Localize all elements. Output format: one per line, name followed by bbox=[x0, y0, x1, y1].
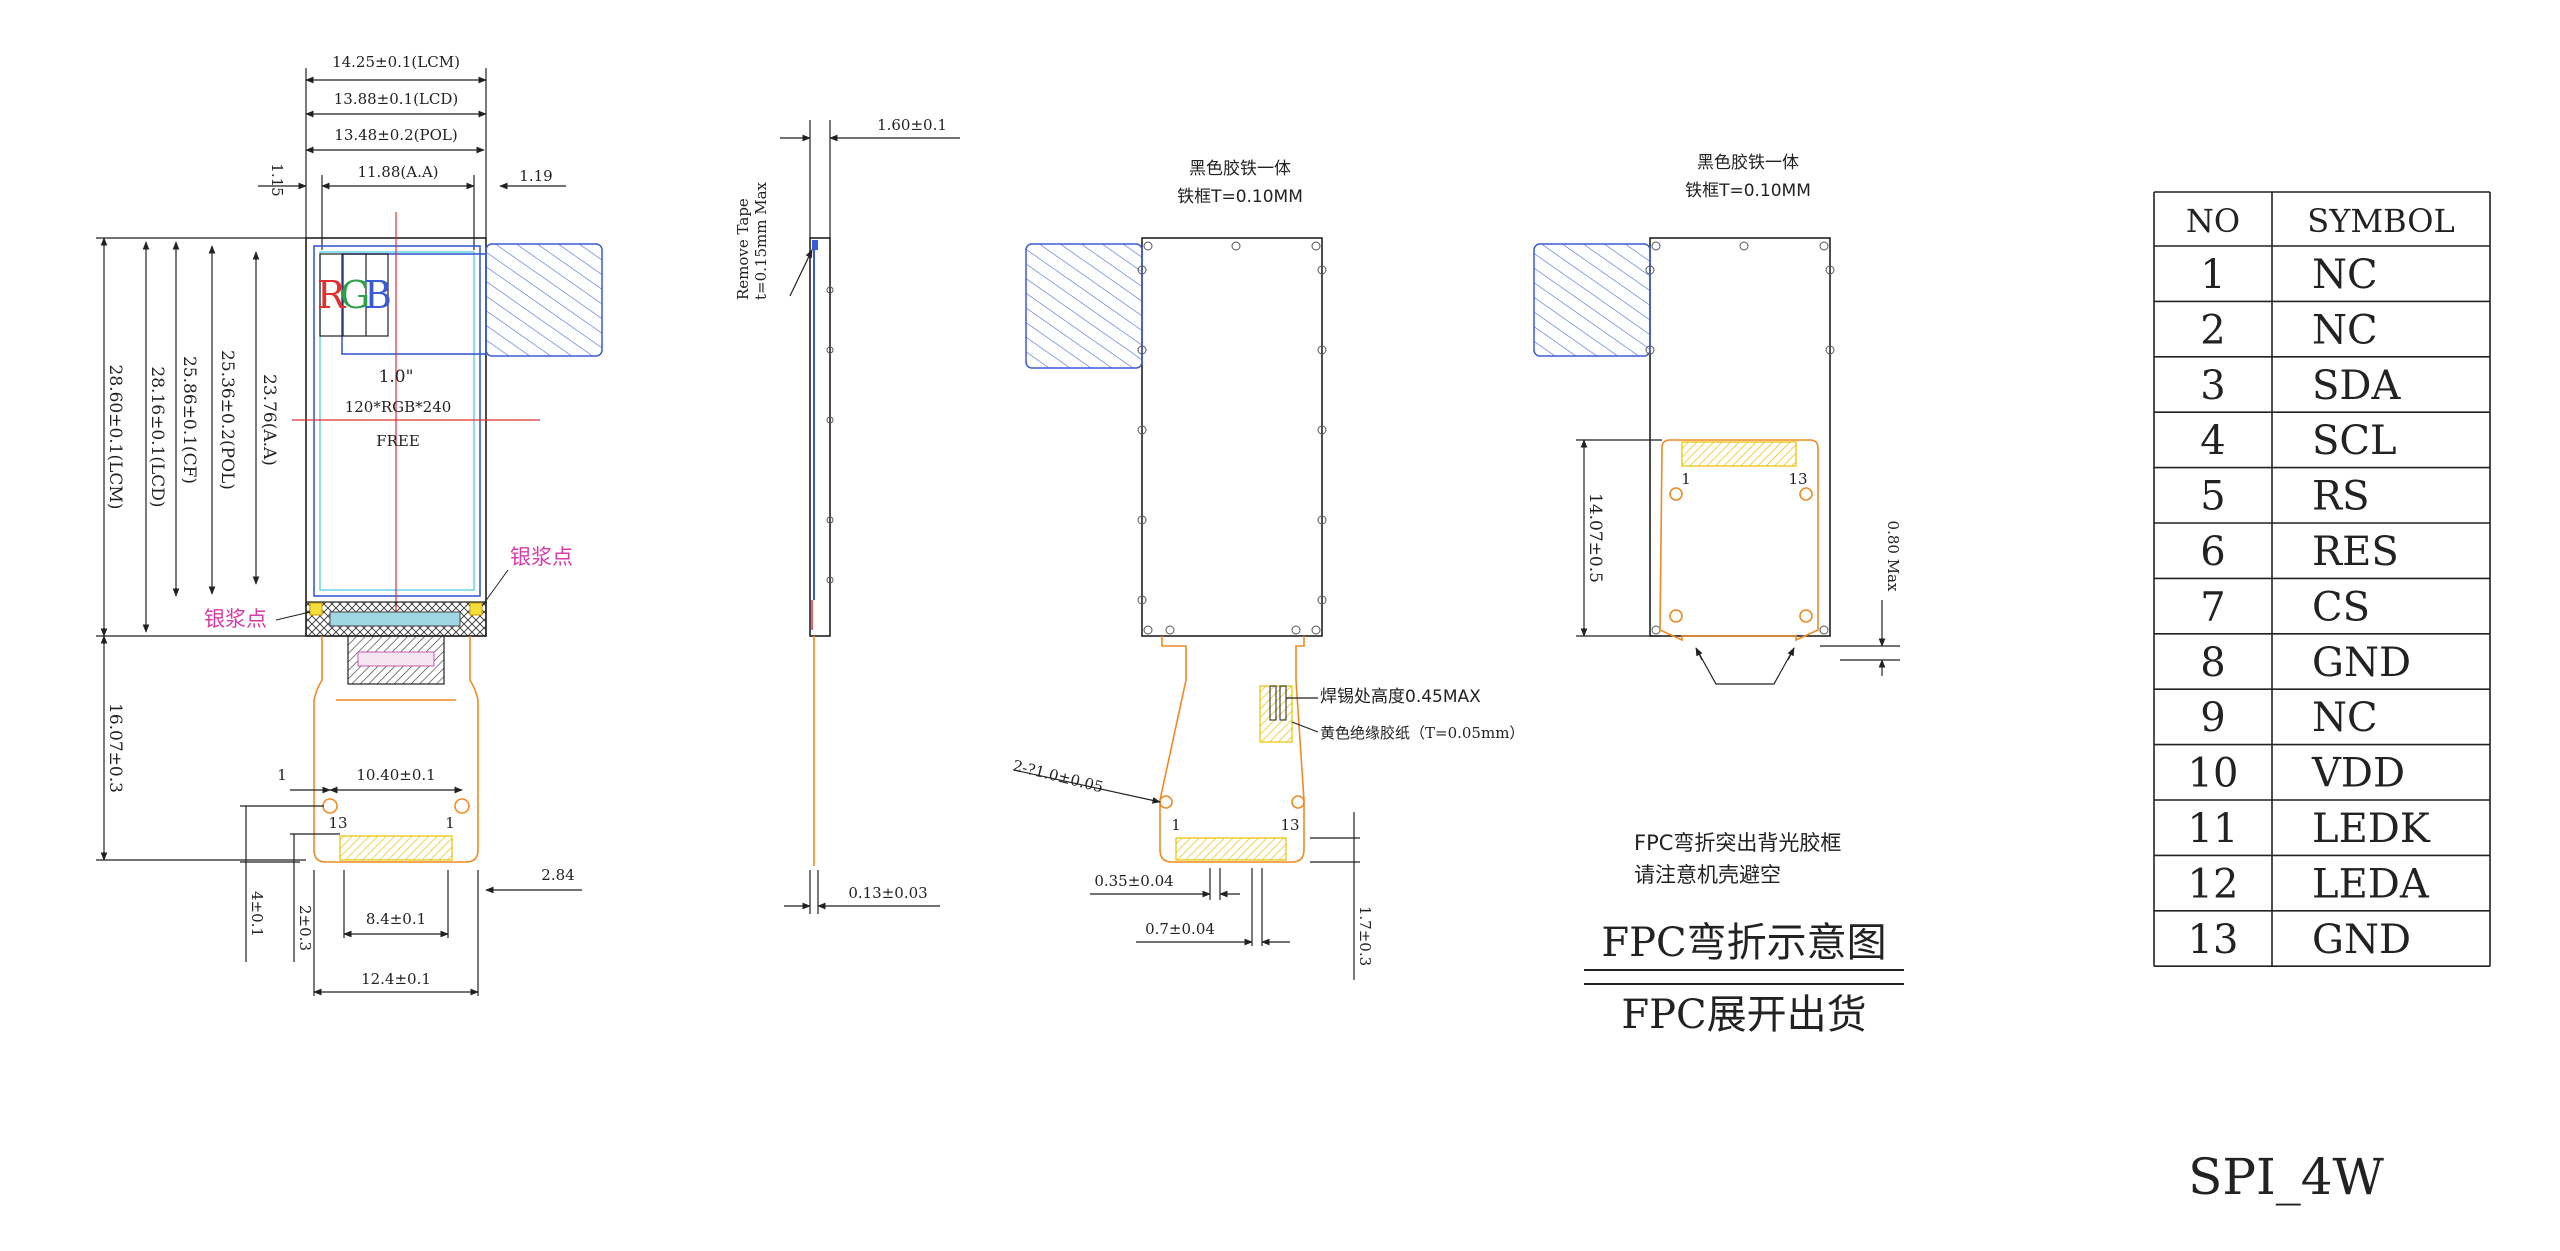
pin-table-symbol: SDA bbox=[2312, 363, 2401, 409]
pin-table-header-symbol: SYMBOL bbox=[2307, 202, 2454, 240]
pin-table-symbol: RS bbox=[2312, 474, 2370, 520]
dim-fold-height: 14.07±0.5 bbox=[1585, 493, 1605, 583]
title-flat: FPC展开出货 bbox=[1621, 992, 1866, 1038]
pin-table-symbol: RES bbox=[2312, 529, 2399, 575]
folded-note-line2: 铁框T=0.10MM bbox=[1685, 181, 1811, 201]
dim-pad-span: 8.4±0.1 bbox=[366, 910, 426, 928]
silver-dot-label-left: 银浆点 bbox=[204, 607, 267, 631]
front-pin-last: 1 bbox=[445, 814, 455, 832]
dim-aa-height: 23.76(A.A) bbox=[259, 374, 279, 466]
unfolded-pin-first: 1 bbox=[1171, 816, 1181, 834]
fold-notes: FPC弯折突出背光胶框 请注意机壳避空 FPC弯折示意图 FPC展开出货 bbox=[1584, 831, 1904, 1038]
unfolded-pin-last: 13 bbox=[1280, 816, 1299, 834]
unfolded-note-line2: 铁框T=0.10MM bbox=[1177, 187, 1303, 207]
dim-284: 2.84 bbox=[541, 866, 574, 884]
dim-finger: 1.7±0.3 bbox=[1356, 906, 1374, 966]
pin-table-no: 10 bbox=[2188, 751, 2239, 797]
dim-lcm-width: 14.25±0.1(LCM) bbox=[332, 53, 460, 71]
front-pin-first: 13 bbox=[328, 814, 347, 832]
front-view: 14.25±0.1(LCM) 13.88±0.1(LCD) 13.48±0.2(… bbox=[96, 53, 603, 996]
pin-table-no: 7 bbox=[2200, 584, 2225, 630]
vertical-dims: 28.60±0.1(LCM) 28.16±0.1(LCD) 25.86±0.1(… bbox=[96, 237, 306, 861]
dim-4: 4±0.1 bbox=[248, 891, 266, 937]
remove-tape-label: Remove Tape bbox=[734, 198, 752, 300]
pin-table-no: 4 bbox=[2200, 418, 2225, 464]
dim-cf-height: 25.86±0.1(CF) bbox=[179, 356, 199, 484]
pin-table-symbol: VDD bbox=[2311, 751, 2405, 797]
size-label: 1.0" bbox=[379, 367, 414, 387]
front-fpc: 13 1 bbox=[313, 635, 479, 863]
interface-mode: SPI_4W bbox=[2188, 1148, 2384, 1206]
rgb-letter-r: R bbox=[317, 273, 347, 317]
pin-table-symbol: SCL bbox=[2312, 418, 2397, 464]
pin-table-symbol: NC bbox=[2312, 695, 2378, 741]
free-label: FREE bbox=[376, 432, 420, 450]
folded-pin-last: 13 bbox=[1788, 470, 1807, 488]
pin-table-no: 6 bbox=[2200, 529, 2225, 575]
silver-dot-label-right: 银浆点 bbox=[510, 545, 573, 569]
pin-table-no: 9 bbox=[2200, 695, 2225, 741]
dim-lcd-width: 13.88±0.1(LCD) bbox=[334, 90, 459, 108]
dim-pol-width: 13.48±0.2(POL) bbox=[334, 126, 457, 144]
dim-fpc-length: 16.07±0.3 bbox=[105, 703, 125, 793]
dim-lcd-height: 28.16±0.1(LCD) bbox=[147, 366, 167, 507]
rgb-letter-b: B bbox=[364, 273, 392, 317]
pin-table-no: 5 bbox=[2200, 474, 2225, 520]
dim-pad-width: 0.35±0.04 bbox=[1094, 872, 1173, 890]
back-view-unfolded: 黑色胶铁一体 铁框T=0.10MM 1 13 焊锡处高度0.45MAX 黄色绝缘… bbox=[1011, 159, 1524, 980]
unfolded-note-line1: 黑色胶铁一体 bbox=[1189, 159, 1291, 179]
dim-right-gap: 1.19 bbox=[519, 167, 552, 185]
insulation-note: 黄色绝缘胶纸（T=0.05mm） bbox=[1320, 724, 1524, 742]
pin-table-symbol: CS bbox=[2312, 584, 2370, 630]
folded-note-line1: 黑色胶铁一体 bbox=[1697, 153, 1799, 173]
pin-table-no: 1 bbox=[2200, 252, 2225, 298]
pin-table-no: 8 bbox=[2200, 640, 2225, 686]
pin-table-no: 13 bbox=[2188, 917, 2239, 963]
tape-thickness-label: t=0.15mm Max bbox=[752, 181, 770, 300]
pin-table-symbol: NC bbox=[2312, 252, 2378, 298]
pin-table-header-no: NO bbox=[2186, 202, 2240, 240]
dim-fpc-thickness: 0.13±0.03 bbox=[848, 884, 927, 902]
pin-table-symbol: GND bbox=[2312, 640, 2411, 686]
rgb-letter-g: G bbox=[340, 273, 370, 317]
pin-table-no: 11 bbox=[2188, 806, 2239, 852]
resolution-label: 120*RGB*240 bbox=[345, 398, 452, 416]
dim-hole-gap: 1 bbox=[277, 766, 287, 784]
back-view-folded: 黑色胶铁一体 铁框T=0.10MM 1 13 14.07±0.5 0.80 Ma… bbox=[1533, 153, 1902, 685]
dim-max: 0.80 Max bbox=[1884, 521, 1902, 592]
pin-table-symbol: LEDA bbox=[2312, 861, 2430, 907]
pin-table-no: 3 bbox=[2200, 363, 2225, 409]
title-bent: FPC弯折示意图 bbox=[1601, 920, 1886, 966]
dim-thickness: 1.60±0.1 bbox=[877, 116, 947, 134]
dim-hole-pitch: 10.40±0.1 bbox=[356, 766, 435, 784]
solder-note: 焊锡处高度0.45MAX bbox=[1320, 687, 1481, 707]
dim-pol-height: 25.36±0.2(POL) bbox=[217, 350, 237, 490]
pin-table-symbol: LEDK bbox=[2312, 806, 2431, 852]
dim-pad-pitch: 0.7±0.04 bbox=[1145, 920, 1215, 938]
dim-lcm-height: 28.60±0.1(LCM) bbox=[105, 365, 125, 510]
dim-2: 2±0.3 bbox=[296, 905, 314, 951]
folded-pin-first: 1 bbox=[1681, 470, 1691, 488]
pin-table-symbol: NC bbox=[2312, 307, 2378, 353]
pin-table-symbol: GND bbox=[2312, 917, 2411, 963]
fold-note-line2: 请注意机壳避空 bbox=[1634, 863, 1781, 887]
hole-note: 2-?1.0±0.05 bbox=[1011, 756, 1105, 796]
dim-aa-width: 11.88(A.A) bbox=[357, 163, 438, 181]
fold-note-line1: FPC弯折突出背光胶框 bbox=[1634, 831, 1841, 855]
side-view: 1.60±0.1 Remove Tape t=0.15mm Max 0.13±0… bbox=[734, 116, 960, 914]
pin-table-no: 2 bbox=[2200, 307, 2225, 353]
pin-table-no: 12 bbox=[2188, 861, 2239, 907]
dim-left-gap: 1.15 bbox=[268, 163, 286, 196]
dim-fpc-width: 12.4±0.1 bbox=[361, 970, 431, 988]
